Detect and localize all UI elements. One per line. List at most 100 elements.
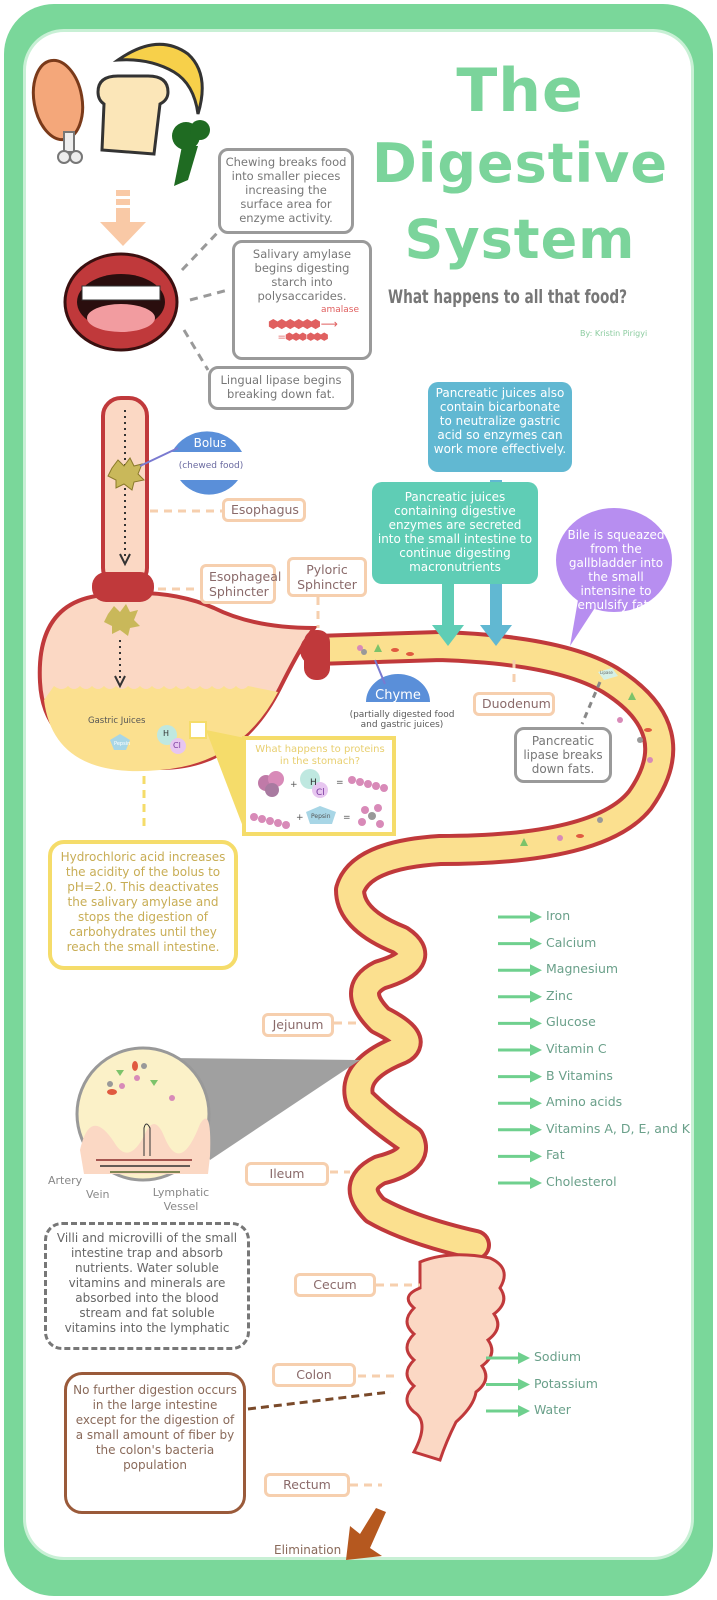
label-esophageal-sphincter: Esophageal Sphincter (200, 564, 281, 604)
bicarbonate-note: Pancreatic juices also contain bicarbona… (428, 382, 572, 472)
green-arrow-icon (498, 1017, 542, 1030)
large-intestine-shape (405, 1253, 506, 1462)
amylase-note-text: Salivary amylase begins digesting starch… (252, 247, 352, 303)
nutrient-item: Glucose (546, 1014, 596, 1030)
proteins-callout-wedge (206, 730, 245, 832)
subtitle: What happens to all that food? (388, 286, 628, 308)
nutrient-item: Calcium (546, 934, 597, 950)
nutrient-item: Vitamin C (546, 1041, 607, 1056)
green-arrow-icon (486, 1352, 530, 1364)
label-pyloric-sphincter: Pyloric Sphincter (287, 557, 367, 597)
chewing-note: Chewing breaks food into smaller pieces … (218, 148, 354, 234)
green-arrow-icon (498, 1070, 542, 1083)
title-line-2: Digestive (372, 132, 668, 195)
pyloric-sphincter-shape (304, 630, 330, 680)
cl-icon: Cl (173, 741, 181, 750)
lymphatic-vessel-label: Lymphatic Vessel (152, 1186, 210, 1213)
nutrient-item: Cholesterol (546, 1174, 617, 1189)
byline: By: Kristin Pirigyi (580, 329, 648, 338)
equals-sign: = (336, 778, 344, 788)
hcl-note: Hydrochloric acid increases the acidity … (48, 840, 238, 970)
label-duodenum: Duodenum (473, 692, 555, 716)
label-colon: Colon (272, 1363, 356, 1387)
green-arrow-icon (486, 1378, 530, 1391)
green-arrow-icon (498, 911, 542, 923)
mouth-icon (63, 252, 179, 352)
green-arrow-icon (486, 1405, 530, 1417)
nutrient-item: Vitamins A, D, E, and K (546, 1120, 690, 1136)
green-arrow-icon (498, 1044, 542, 1056)
green-arrow-icon (498, 990, 542, 1003)
amylase-note: Salivary amylase begins digesting starch… (232, 240, 372, 360)
green-arrow-icon (498, 1177, 542, 1189)
title-line-1: The (456, 56, 584, 126)
colon-note: No further digestion occurs in the large… (64, 1372, 246, 1514)
bolus-label: Bolus (193, 436, 227, 450)
vein-label: Vein (86, 1188, 110, 1201)
artery-label: Artery (48, 1174, 83, 1187)
down-arrow-icon (100, 190, 146, 246)
equals-sign-2: = (343, 813, 351, 823)
mineral-item: Sodium (534, 1349, 582, 1364)
green-arrow-icon (498, 964, 542, 977)
pancreatic-lipase-note: Pancreatic lipase breaks down fats. (514, 727, 612, 783)
mouth-connectors (180, 228, 229, 371)
chyme-label: Chyme (375, 688, 421, 703)
chicken-leg-icon (31, 58, 85, 164)
mineral-item: Potassium (534, 1375, 598, 1391)
label-connectors (150, 509, 516, 1487)
lipase-tag (580, 668, 618, 725)
lipase-tag-label: Lipase (600, 670, 613, 675)
banana-icon (112, 42, 204, 115)
stomach-shape (37, 572, 318, 772)
proteins-panel-art (250, 769, 388, 829)
starch-chain-icon: ⬢⬢⬢⬢⬢⬢ ⟶ (268, 317, 338, 331)
bile-bubble (556, 508, 672, 646)
gastric-juices-label: Gastric Juices (88, 716, 146, 726)
nutrient-item: Amino acids (546, 1094, 623, 1110)
proteins-pepsin: Pepsin (311, 813, 331, 820)
label-jejunum: Jejunum (262, 1013, 334, 1037)
label-cecum: Cecum (294, 1273, 376, 1297)
bolus-sublabel: (chewed food) (178, 461, 244, 471)
label-elimination: Elimination (274, 1543, 342, 1557)
amylase-arrow-label: amalase (320, 305, 359, 315)
h-icon: H (163, 729, 170, 738)
title-line-3: System (404, 208, 636, 271)
green-arrow-icon (498, 937, 542, 950)
elimination-arrow (346, 1508, 386, 1560)
broccoli-icon (172, 120, 210, 186)
label-esophagus: Esophagus (222, 498, 306, 522)
label-ileum: Ileum (245, 1162, 329, 1186)
label-rectum: Rectum (264, 1473, 350, 1497)
chyme-callout (366, 659, 430, 702)
nutrient-item: Iron (546, 908, 571, 923)
chyme-sublabel: (partially digested food and gastric jui… (349, 710, 455, 730)
proteins-title: What happens to proteins in the stomach? (255, 744, 385, 767)
esophagus-shape (101, 396, 149, 588)
pepsin-icon: Pepsin (114, 741, 131, 747)
nutrient-item: Zinc (546, 987, 573, 1003)
bile-note: Bile is squeazed from the gallbladder in… (567, 528, 665, 612)
green-arrow-icon (498, 1123, 542, 1136)
green-arrow-icon (498, 1097, 542, 1110)
small-intestine-tube (300, 630, 676, 1261)
pancreatic-enzymes-note: Pancreatic juices containing digestive e… (372, 482, 538, 584)
bolus-blob-icon (107, 457, 146, 491)
mineral-item: Water (534, 1402, 571, 1417)
villi-note: Villi and microvilli of the small intest… (44, 1222, 250, 1350)
proteins-h: H (310, 778, 317, 788)
proteins-cl: Cl (316, 788, 325, 798)
nutrient-arrows (486, 911, 542, 1417)
colon-note-connector (247, 1390, 391, 1411)
plus-sign-2: + (296, 813, 304, 823)
bolus-callout (139, 431, 242, 495)
polysaccharide-icon: = ⬢⬢⬢ ⬢⬢⬢ (277, 332, 328, 343)
lingual-lipase-note: Lingual lipase begins breaking down fat. (208, 366, 354, 410)
nutrient-item: B Vitamins (546, 1067, 613, 1083)
nutrient-item: Fat (546, 1147, 565, 1163)
bread-icon (96, 74, 170, 156)
plus-sign: + (290, 780, 298, 790)
nutrient-item: Magnesium (546, 961, 619, 977)
